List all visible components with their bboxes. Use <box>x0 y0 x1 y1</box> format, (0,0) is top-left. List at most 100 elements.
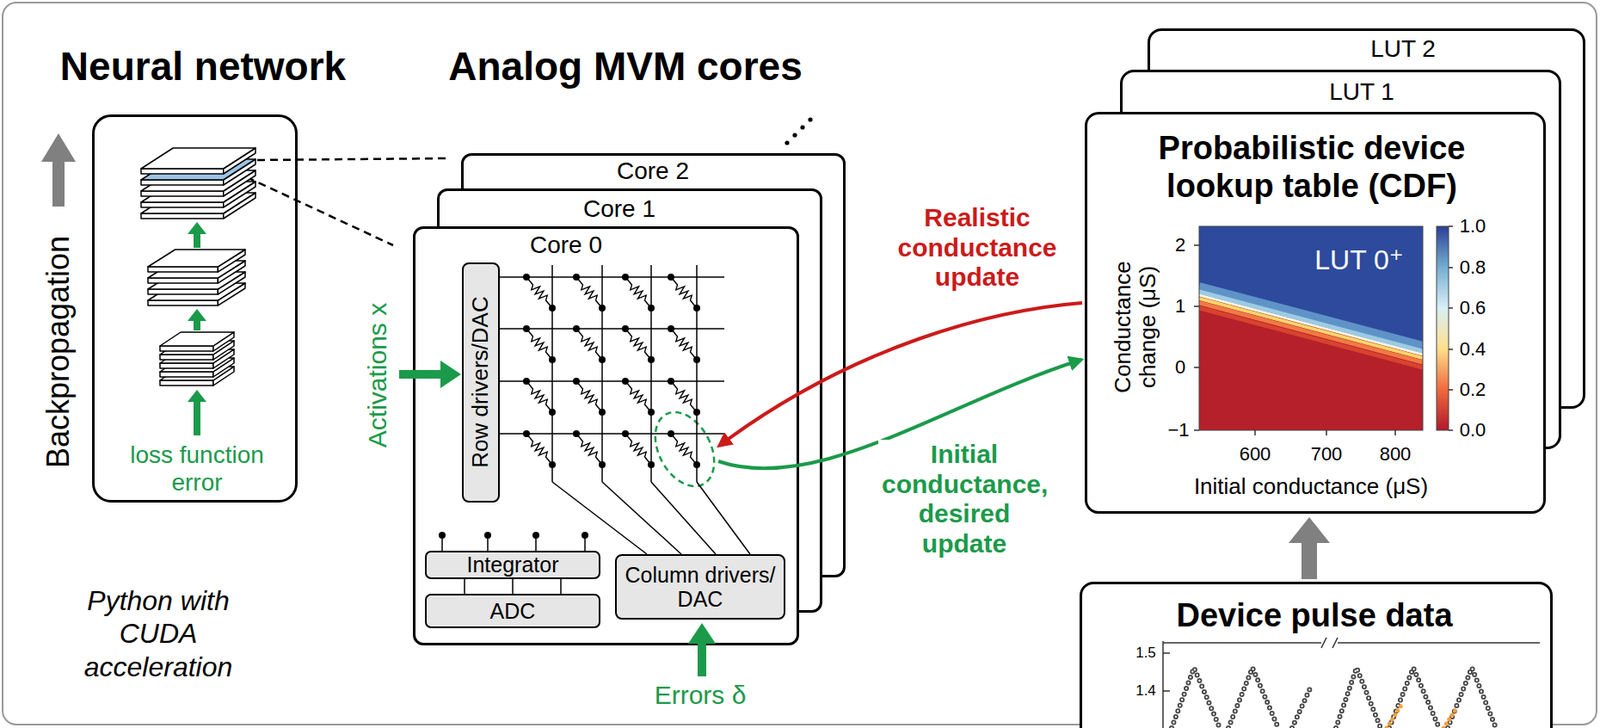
junction-dot <box>548 408 556 416</box>
junction-dot <box>621 325 629 333</box>
resistor-symbol <box>670 381 697 413</box>
edge-label: Initial conductance, desired update <box>878 439 1051 559</box>
junction-dot <box>523 430 530 437</box>
resistor-symbol <box>526 381 553 413</box>
layer-slab <box>141 213 224 219</box>
junction-dot <box>667 325 675 333</box>
junction-dot <box>438 531 446 539</box>
junction-dot <box>693 461 701 468</box>
resistor-symbol <box>576 433 603 465</box>
layer-slab <box>141 168 224 174</box>
axis-label: Backpropagation <box>40 235 76 468</box>
resistor-symbol <box>526 276 553 308</box>
integrator-box: Integrator <box>424 550 601 579</box>
junction-dot <box>647 304 655 312</box>
layer-slab <box>141 147 256 169</box>
resistor-symbol <box>670 328 697 360</box>
layer-slab <box>160 380 214 386</box>
colorbar-tick: 0.0 <box>1459 418 1487 441</box>
layer-slab <box>141 190 224 197</box>
row-wire <box>499 432 725 435</box>
column-wire <box>602 481 682 554</box>
junction-dot <box>532 531 540 539</box>
zoom-leader <box>246 158 450 246</box>
resistor-symbol <box>625 328 652 360</box>
junction-dot <box>667 430 675 437</box>
junction-dot <box>548 356 556 364</box>
node-title: Column drivers/ DAC <box>618 563 782 611</box>
node-title: Probabilistic device lookup table (CDF) <box>1131 129 1493 205</box>
edge-label: Realistic conductance update <box>886 203 1068 293</box>
activation-arrow <box>399 360 462 388</box>
backprop-arrow <box>41 133 76 207</box>
crossbar-ellipse <box>643 401 727 496</box>
layer-slab <box>160 363 214 369</box>
row-wire <box>499 327 725 330</box>
colorbar-tick: 0.8 <box>1459 256 1487 278</box>
colorbar-tick: 0.4 <box>1459 338 1487 360</box>
layer-slab <box>141 202 224 208</box>
pulse-chart <box>1163 637 1540 728</box>
adc-link <box>511 578 514 594</box>
tick-label: 800 <box>1379 443 1412 465</box>
signal-label: Activations x <box>363 302 394 448</box>
junction-dot <box>572 273 580 281</box>
junction-dot <box>598 304 606 312</box>
column-wire <box>601 264 604 482</box>
junction-dot <box>621 273 629 281</box>
column-wire <box>551 264 554 482</box>
layer-slab <box>160 332 234 346</box>
column-wire <box>695 264 698 482</box>
column-wire <box>696 481 751 554</box>
resistor-symbol <box>576 276 603 308</box>
axis-title: Conductance change (μS) <box>1110 240 1160 413</box>
driver-box: Column drivers/ DAC <box>615 553 786 620</box>
resistor-symbol <box>625 381 652 413</box>
row-wire <box>499 276 725 278</box>
tick-label: 1.5 <box>1135 644 1157 662</box>
block-arrow <box>1288 516 1330 579</box>
column-wire <box>651 481 716 554</box>
layer-slab <box>147 277 218 284</box>
junction-dot <box>693 356 701 364</box>
junction-dot <box>598 461 606 468</box>
junction-dot <box>621 430 629 437</box>
tick-label: 600 <box>1239 443 1272 465</box>
junction-dot <box>693 304 701 312</box>
junction-dot <box>523 273 530 281</box>
column-wire <box>650 264 653 482</box>
junction-dot <box>598 356 606 364</box>
junction-dot <box>572 377 580 385</box>
layer-slab <box>147 300 218 306</box>
tick-label: 1 <box>1175 295 1186 317</box>
row-wire <box>499 380 725 382</box>
junction-dot <box>548 304 556 312</box>
layer-slab <box>147 289 218 295</box>
flow-arrow <box>187 308 207 331</box>
tick-label: 0 <box>1175 356 1186 378</box>
junction-dot <box>523 377 530 385</box>
resistor-symbol <box>576 381 603 413</box>
adc-link <box>463 578 466 594</box>
junction-dot <box>572 430 580 437</box>
junction-dot <box>647 356 655 364</box>
junction-dot <box>581 531 589 539</box>
junction-dot <box>647 408 655 416</box>
resistor-symbol <box>670 276 697 308</box>
node-title: LUT 1 <box>1329 78 1395 106</box>
signal-label: Errors δ <box>654 680 747 711</box>
section-heading: Analog MVM cores <box>448 43 803 90</box>
junction-dot <box>621 377 629 385</box>
layer-slab <box>141 179 224 185</box>
error-arrow <box>688 622 716 677</box>
adc-box: ADC <box>424 593 601 628</box>
tick-label: −1 <box>1167 418 1189 441</box>
node-title: LUT 2 <box>1370 35 1436 63</box>
resistor-symbol <box>625 433 652 465</box>
layer-slab <box>160 354 214 360</box>
layer-slab <box>160 371 214 377</box>
plot-label: LUT 0⁺ <box>1314 244 1404 277</box>
resistor-symbol <box>625 276 652 308</box>
colorbar-tick: 0.6 <box>1459 296 1487 319</box>
